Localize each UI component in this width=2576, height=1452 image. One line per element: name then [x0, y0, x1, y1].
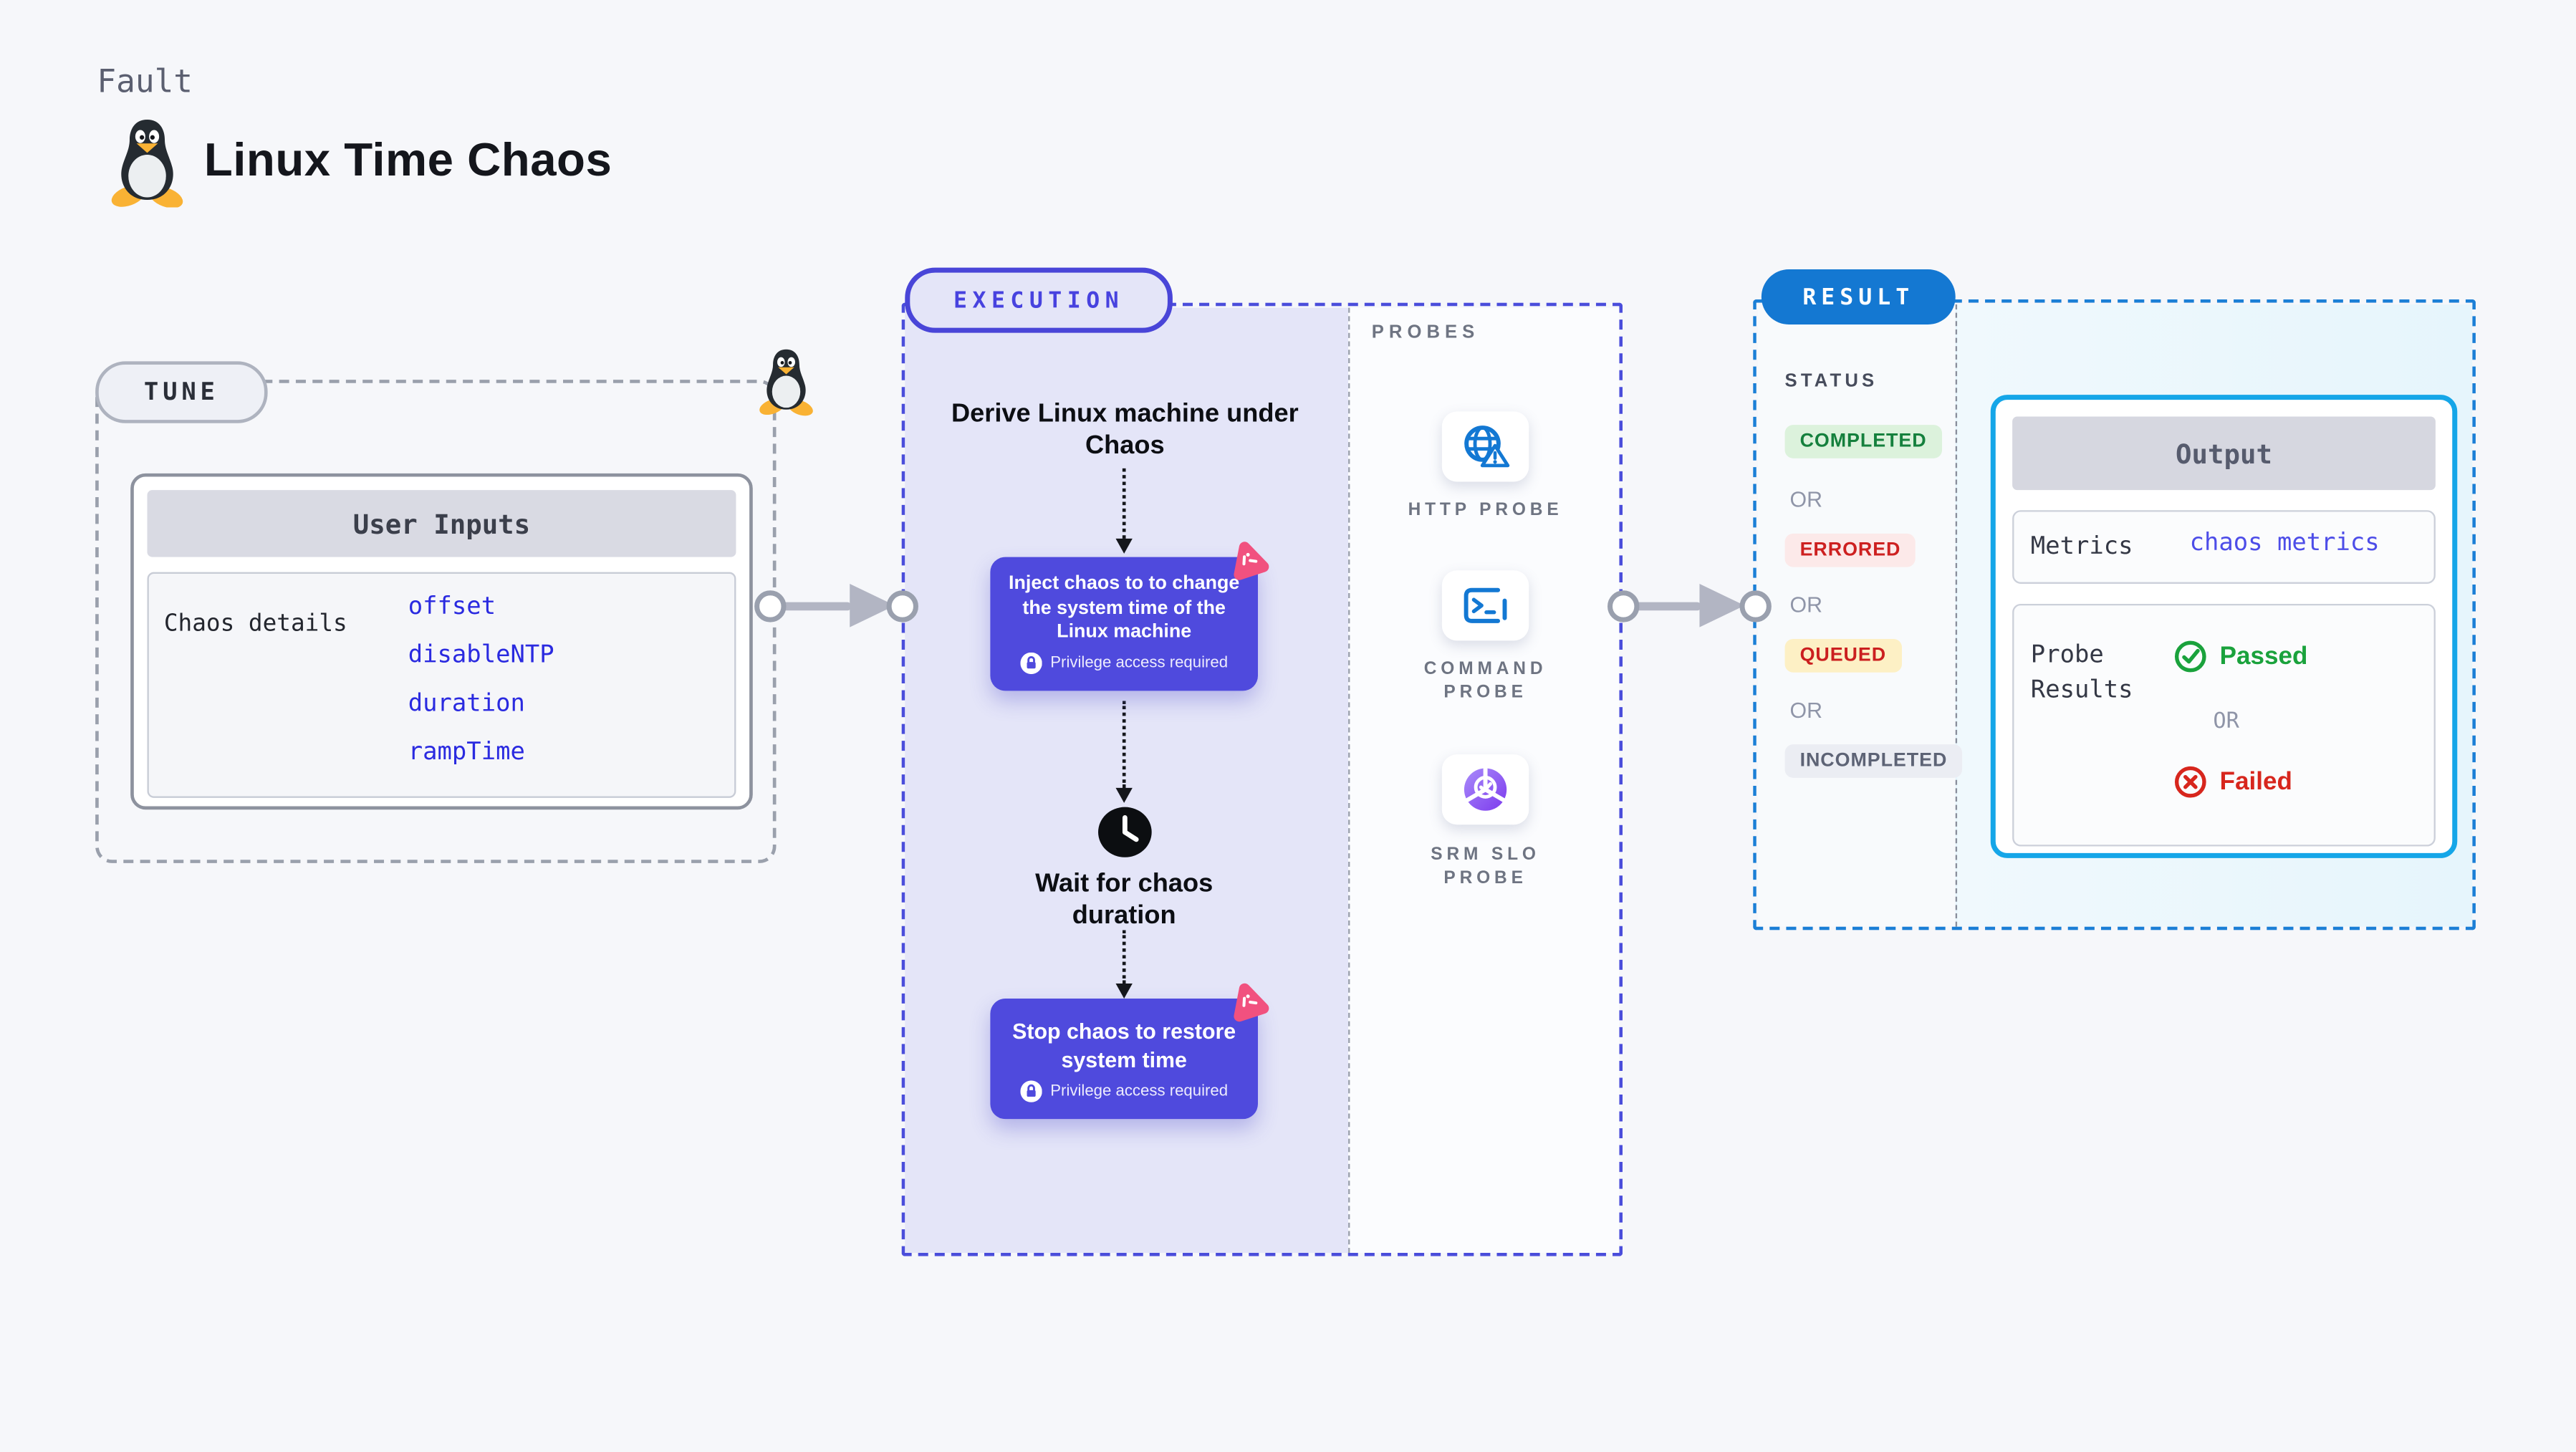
- flow-arrow-line: [1122, 468, 1126, 539]
- lock-icon: [1020, 1080, 1042, 1102]
- http-probe-label: HTTP PROBE: [1408, 500, 1563, 521]
- flow-arrow-head: [1115, 787, 1133, 803]
- execution-input-port: [885, 590, 918, 622]
- inject-chaos-text: Inject chaos to to change the system tim…: [1009, 573, 1240, 643]
- failed-result: Failed: [2173, 764, 2292, 799]
- srm-slo-probe-card: [1441, 754, 1529, 825]
- execution-pill: EXECUTION: [905, 267, 1173, 333]
- http-probe-card: [1441, 411, 1529, 482]
- or-separator: OR: [1789, 697, 1823, 723]
- flow-arrow-head: [1115, 984, 1133, 999]
- or-separator: OR: [1789, 486, 1823, 512]
- metrics-row: Metrics chaos metrics: [2012, 510, 2436, 584]
- passed-result: Passed: [2173, 639, 2307, 674]
- privilege-label: Privilege access required: [1050, 1082, 1229, 1101]
- tux-penguin-small-icon: [756, 345, 816, 418]
- srm-slo-probe-label: SRM SLO PROBE: [1431, 845, 1540, 888]
- clock-icon: [1098, 807, 1152, 857]
- command-probe-label: COMMAND PROBE: [1423, 659, 1547, 703]
- inject-chaos-card: Inject chaos to to change the system tim…: [990, 557, 1258, 691]
- status-badge-queued: QUEUED: [1784, 639, 1902, 673]
- lock-icon: [1020, 652, 1042, 673]
- result-input-port: [1739, 590, 1771, 622]
- check-circle-icon: [2174, 640, 2206, 673]
- tune-output-port: [753, 590, 786, 622]
- privilege-label: Privilege access required: [1050, 653, 1229, 672]
- status-column: [1757, 303, 1955, 926]
- status-section-label: STATUS: [1784, 371, 1878, 392]
- user-inputs-header: User Inputs: [147, 490, 736, 557]
- tune-to-execution-arrow-line: [774, 601, 852, 610]
- input-value-offset: offset: [408, 593, 496, 621]
- status-badge-incompleted: INCOMPLETED: [1784, 744, 1963, 778]
- failed-label: Failed: [2219, 767, 2292, 797]
- flow-arrow-head: [1115, 538, 1133, 554]
- fault-kind-label: Fault: [97, 63, 193, 101]
- output-header: Output: [2012, 416, 2436, 491]
- user-inputs-body: Chaos details offset disableNTP duration…: [147, 572, 736, 798]
- flow-arrow-line: [1122, 701, 1126, 788]
- page-title: Linux Time Chaos: [203, 133, 612, 186]
- slo-donut-check-icon: [1464, 767, 1507, 811]
- probe-results-row: Probe Results Passed OR Failed: [2012, 603, 2436, 847]
- wait-step-label: Wait for chaos duration: [1035, 870, 1213, 931]
- stop-chaos-text: Stop chaos to restore system time: [1012, 1019, 1236, 1072]
- probe-results-label: Probe Results: [2030, 642, 2133, 705]
- probes-section-label: PROBES: [1371, 322, 1480, 343]
- output-card: Output Metrics chaos metrics Probe Resul…: [1990, 395, 2458, 858]
- metrics-label: Metrics: [2030, 533, 2133, 561]
- passed-label: Passed: [2219, 642, 2308, 671]
- tune-pill: TUNE: [95, 361, 268, 423]
- result-pill: RESULT: [1761, 269, 1956, 325]
- user-inputs-card: User Inputs Chaos details offset disable…: [130, 473, 753, 810]
- terminal-icon: [1464, 587, 1507, 623]
- input-value-ramptime: rampTime: [408, 739, 525, 766]
- x-circle-icon: [2174, 766, 2206, 798]
- command-probe-card: [1441, 570, 1529, 641]
- globe-alert-icon: [1464, 425, 1510, 468]
- execution-output-port: [1606, 590, 1639, 622]
- derive-step-label: Derive Linux machine under Chaos: [951, 400, 1299, 461]
- tux-penguin-icon: [107, 117, 187, 207]
- input-value-disablentp: disableNTP: [408, 642, 554, 670]
- tune-section-box: [95, 380, 777, 863]
- chaos-details-label: Chaos details: [163, 610, 347, 638]
- or-separator: OR: [2213, 709, 2239, 735]
- execution-to-result-arrow-line: [1628, 601, 1701, 610]
- metrics-value: chaos metrics: [2189, 530, 2380, 557]
- execution-to-result-arrow-head: [1699, 583, 1745, 628]
- status-badge-completed: COMPLETED: [1784, 425, 1942, 458]
- flow-arrow-line: [1122, 930, 1126, 984]
- status-badge-errored: ERRORED: [1784, 533, 1916, 567]
- stop-chaos-card: Stop chaos to restore system time Privil…: [990, 999, 1258, 1120]
- or-separator: OR: [1789, 592, 1823, 617]
- input-value-duration: duration: [408, 691, 525, 718]
- execution-section-box: [901, 302, 1623, 1256]
